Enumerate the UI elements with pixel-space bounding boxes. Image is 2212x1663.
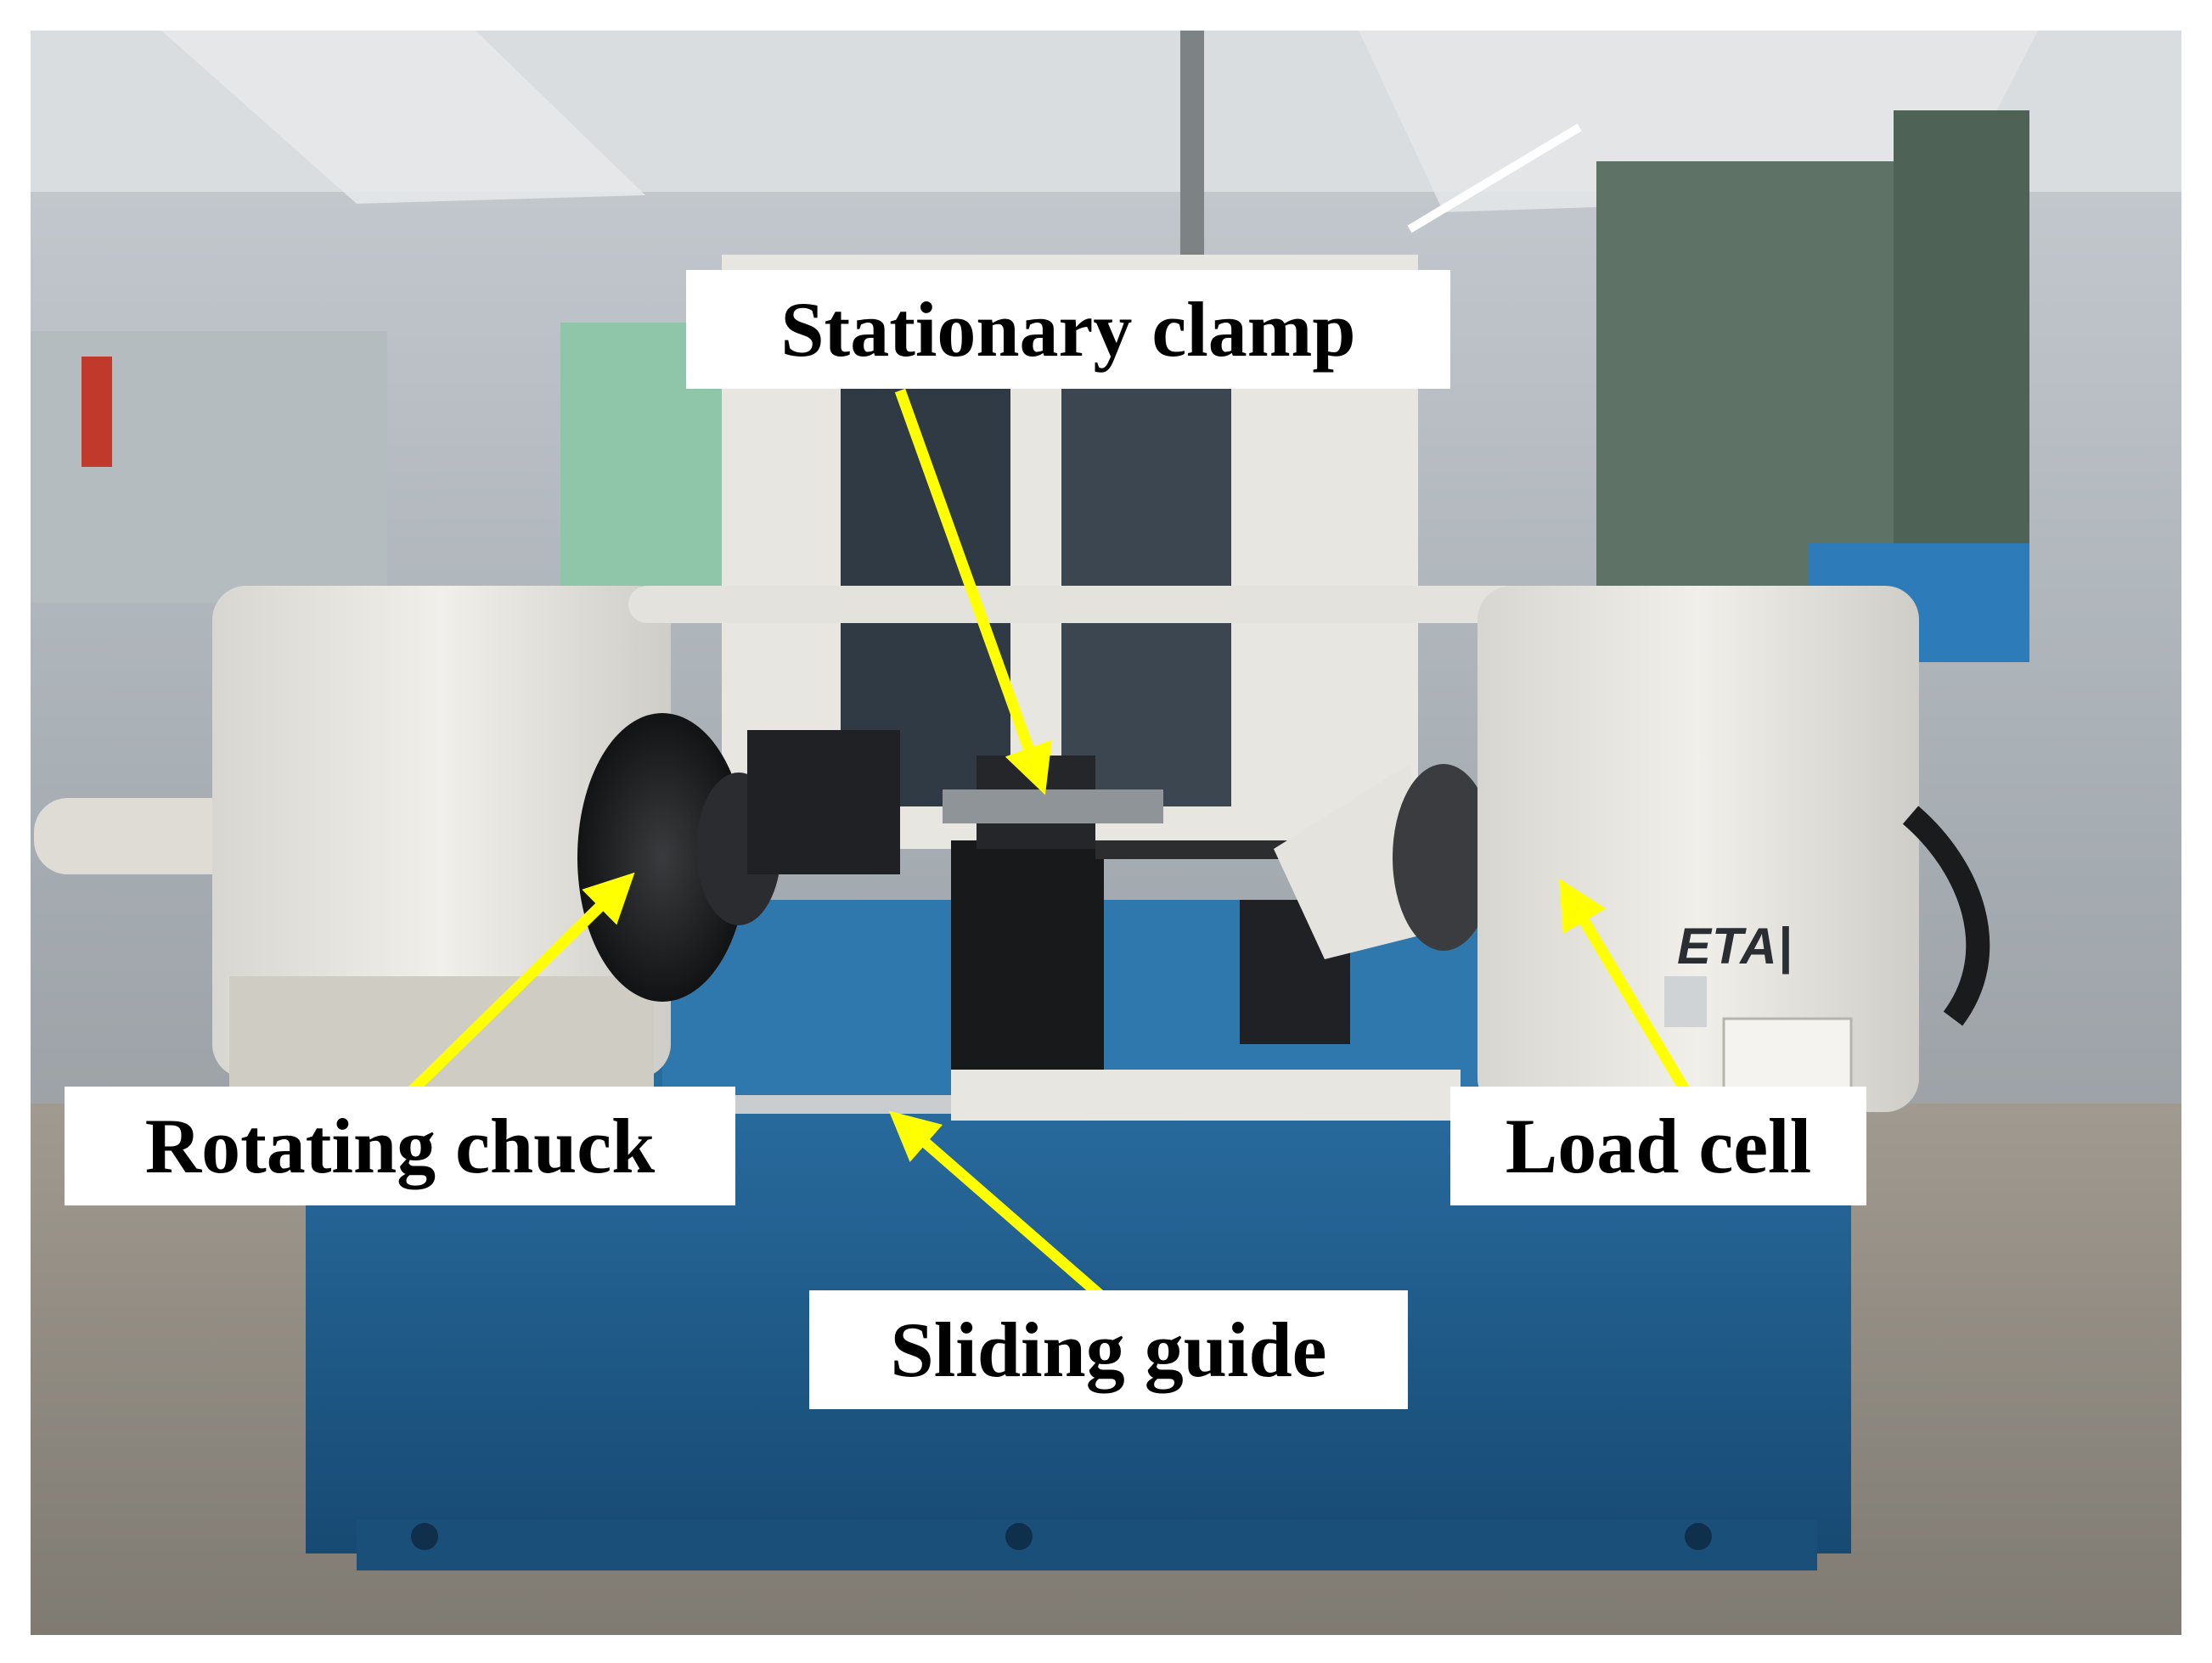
fire-extinguisher — [82, 357, 112, 467]
load-cell-bracket — [1274, 764, 1427, 959]
ceiling-light — [1407, 123, 1582, 233]
stationary-clamp — [951, 840, 1104, 1070]
load-cell — [1393, 764, 1494, 951]
foot-bolt-1 — [411, 1523, 438, 1550]
arrow-stationary-clamp — [894, 388, 1052, 795]
control-box — [1664, 976, 1707, 1027]
foot-bolt-2 — [1005, 1523, 1033, 1550]
hydraulic-hose — [1902, 806, 1990, 1026]
arrow-load-cell — [1559, 878, 1691, 1094]
machine-foot-rail — [357, 1520, 1817, 1570]
arrow-sliding-guide — [888, 1110, 1104, 1299]
tie-rod — [628, 586, 1545, 623]
right-head — [1477, 586, 1919, 1112]
left-shaft — [34, 798, 255, 874]
machine-brand-text: ETA| — [1677, 918, 1793, 975]
label-rotating-chuck: Rotating chuck — [65, 1087, 735, 1205]
clamp-fixture-white — [951, 1070, 1461, 1121]
label-load-cell: Load cell — [1450, 1087, 1866, 1205]
clamp-rail — [943, 789, 1163, 823]
left-head-base — [229, 976, 654, 1087]
rotating-chuck — [577, 713, 747, 1002]
label-sliding-guide: Sliding guide — [809, 1290, 1408, 1409]
arrow-rotating-chuck — [403, 872, 635, 1099]
label-stationary-clamp: Stationary clamp — [686, 270, 1450, 389]
motor-black — [747, 730, 900, 874]
roof-beam-left — [161, 31, 645, 204]
foot-bolt-3 — [1685, 1523, 1712, 1550]
